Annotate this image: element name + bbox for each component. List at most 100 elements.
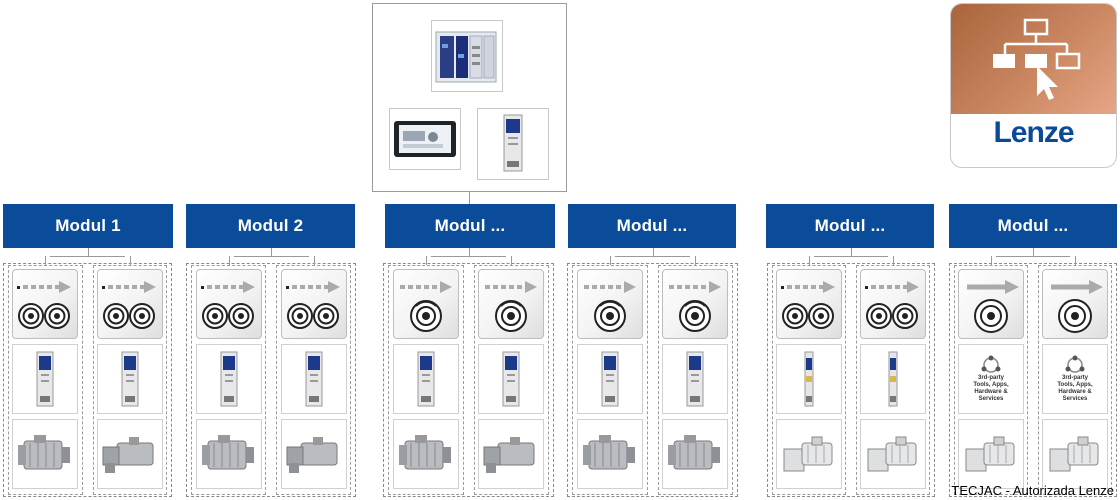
axis-column (191, 265, 266, 495)
motion-axis-icon (392, 269, 459, 339)
connector-line (228, 256, 230, 265)
synchronous-servo-motor-icon (576, 419, 643, 489)
module-group (949, 263, 1117, 497)
motion-axis-icon (860, 269, 926, 339)
motion-axis-icon (576, 269, 643, 339)
axis-column (856, 265, 930, 495)
motion-axis-icon (958, 269, 1024, 339)
connector-line (851, 248, 852, 256)
axis-column (473, 265, 549, 495)
third-party-label: Tools, Apps, (973, 382, 1009, 388)
axis-column (572, 265, 648, 495)
gear-motor-icon (958, 419, 1024, 489)
servo-inverter-icon (662, 344, 729, 414)
synchronous-servo-motor-icon (392, 419, 459, 489)
axis-column (657, 265, 733, 495)
synchronous-servo-motor-icon (662, 419, 729, 489)
connector-line (511, 256, 513, 265)
module-group (186, 263, 356, 497)
controller-icon (431, 20, 503, 92)
module-header: Modul ... (385, 204, 555, 248)
synchronous-servo-motor-icon (280, 419, 347, 489)
controller-group (372, 3, 567, 192)
servo-inverter-icon (96, 344, 163, 414)
connector-line (468, 248, 470, 256)
synchronous-servo-motor-icon (195, 419, 262, 489)
gear-motor-icon (860, 419, 926, 489)
servo-inverter-icon (392, 344, 459, 414)
module-group (383, 263, 554, 497)
connector-line (1075, 256, 1076, 265)
servo-inverter-icon (12, 344, 79, 414)
third-party-label: Services (978, 396, 1004, 402)
lenze-logo-card: Lenze (950, 3, 1117, 168)
module-header: Modul 2 (186, 204, 355, 248)
connector-line (996, 256, 1070, 257)
connector-line (893, 256, 894, 265)
module-group (767, 263, 935, 497)
synchronous-servo-motor-icon (478, 419, 545, 489)
connector-line (425, 256, 427, 265)
hmi-panel-icon (389, 108, 461, 170)
third-party-label: 3rd-party (1061, 375, 1088, 381)
motion-axis-icon (1042, 269, 1108, 339)
footer-credit: TECJAC - Autorizada Lenze (951, 483, 1114, 498)
servo-inverter-icon (860, 344, 926, 414)
axis-column (1038, 265, 1112, 495)
connector-line (809, 256, 810, 265)
connector-line (233, 256, 309, 257)
network-icon (981, 355, 1001, 373)
motion-axis-icon (195, 269, 262, 339)
axis-column (772, 265, 846, 495)
connector-line (87, 248, 89, 256)
servo-inverter-icon (195, 344, 262, 414)
servo-inverter-icon (478, 344, 545, 414)
motion-axis-icon (12, 269, 79, 339)
module-group (567, 263, 738, 497)
connector-line (129, 256, 131, 265)
connector-line (1033, 248, 1034, 256)
third-party-label: 3rd-party (977, 375, 1004, 381)
third-party-label: Tools, Apps, (1057, 382, 1093, 388)
module-header: Modul ... (949, 204, 1117, 248)
connector-line (313, 256, 315, 265)
module-group (3, 263, 172, 497)
axis-column (8, 265, 83, 495)
connector-line (469, 192, 470, 204)
servo-inverter-icon (477, 108, 549, 180)
motion-axis-icon (776, 269, 842, 339)
gear-motor-icon (776, 419, 842, 489)
connector-line (814, 256, 888, 257)
connector-line (614, 256, 691, 257)
third-party-label: Hardware & (974, 389, 1008, 395)
lenze-logo-text: Lenze (993, 116, 1074, 149)
servo-inverter-icon (776, 344, 842, 414)
third-party-label: Services (1062, 396, 1088, 402)
module-header: Modul ... (766, 204, 934, 248)
hierarchy-cursor-icon (993, 18, 1081, 100)
module-header: Modul ... (568, 204, 736, 248)
connector-line (430, 256, 507, 257)
synchronous-servo-motor-icon (96, 419, 163, 489)
connector-line (652, 248, 654, 256)
servo-inverter-icon (280, 344, 347, 414)
network-icon (1065, 355, 1085, 373)
gear-motor-icon (1042, 419, 1108, 489)
axis-column (276, 265, 351, 495)
synchronous-servo-motor-icon (12, 419, 79, 489)
connector-line (45, 256, 47, 265)
motion-axis-icon (478, 269, 545, 339)
motion-axis-icon (96, 269, 163, 339)
axis-column (92, 265, 167, 495)
servo-inverter-icon (576, 344, 643, 414)
axis-column (388, 265, 464, 495)
motion-axis-icon (280, 269, 347, 339)
connector-line (695, 256, 697, 265)
connector-line (50, 256, 125, 257)
connector-line (991, 256, 992, 265)
axis-column (954, 265, 1028, 495)
